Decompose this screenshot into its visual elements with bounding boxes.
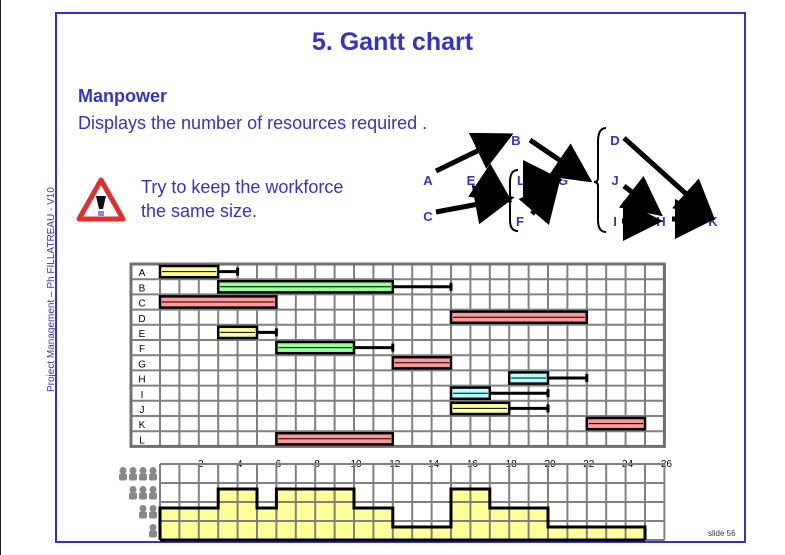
gantt-row-label: E [139, 329, 146, 340]
tip-line-2: the same size. [141, 201, 258, 221]
gantt-x-tick: 26 [661, 459, 673, 470]
slide-frame [55, 12, 746, 543]
network-node-b: B [511, 133, 520, 148]
network-arrow [622, 136, 716, 221]
network-node-c: C [423, 209, 433, 224]
network-node-e: E [467, 173, 476, 188]
gantt-chart: ABCDEFGHIJKL2468101214161820222426 [129, 262, 673, 470]
network-bracket [593, 127, 607, 233]
person-icon [149, 505, 157, 519]
manpower-area [160, 489, 645, 540]
network-arrow [518, 181, 560, 225]
left-edge-line [0, 0, 1, 555]
person-icon [149, 486, 157, 500]
network-arrow [435, 184, 515, 225]
network-bracket [505, 169, 519, 232]
gantt-row-label: L [139, 435, 145, 446]
network-node-j: J [611, 173, 618, 188]
gantt-row-label: D [138, 314, 145, 325]
page-title: 5. Gantt chart [311, 28, 474, 56]
network-node-l: L [517, 173, 525, 188]
network-node-d: D [610, 133, 619, 148]
gantt-row-label: C [138, 299, 145, 310]
network-arrow [434, 132, 514, 174]
person-icon [129, 486, 137, 500]
gantt-row-label: K [139, 420, 146, 431]
person-icon [139, 486, 147, 500]
person-icon [119, 467, 127, 481]
gantt-row-label: I [141, 390, 144, 401]
gantt-row-label: G [138, 359, 146, 370]
manpower-step-line [158, 487, 647, 540]
network-arrow [528, 137, 593, 183]
tip-text: Try to keep the workforce the same size. [141, 175, 343, 223]
warning-icon [76, 177, 126, 222]
network-diagram: A B C D E F G H I J K L [423, 127, 718, 241]
gantt-row-label: F [139, 344, 145, 355]
section-description: Displays the number of resources require… [78, 113, 428, 133]
person-icon [129, 467, 137, 481]
slide-number: slide 56 [708, 529, 736, 538]
gantt-row-label: B [139, 283, 146, 294]
gantt-border [129, 262, 666, 448]
section-heading: Manpower [78, 86, 168, 106]
gantt-row-label: H [138, 375, 145, 386]
gantt-row-label: A [139, 268, 146, 279]
network-node-a: A [423, 173, 433, 188]
network-arrow [468, 163, 513, 203]
network-node-f: F [516, 214, 524, 229]
person-icon [149, 467, 157, 481]
person-icon [139, 505, 147, 519]
person-icon [149, 524, 157, 538]
network-node-h: H [656, 214, 665, 229]
network-node-i: I [613, 214, 617, 229]
network-node-g: G [558, 173, 568, 188]
tip-line-1: Try to keep the workforce [141, 177, 344, 197]
network-node-k: K [708, 214, 718, 229]
network-arrow [618, 175, 663, 217]
manpower-chart [119, 463, 666, 542]
person-icon [139, 467, 147, 481]
gantt-row-label: J [140, 405, 145, 416]
